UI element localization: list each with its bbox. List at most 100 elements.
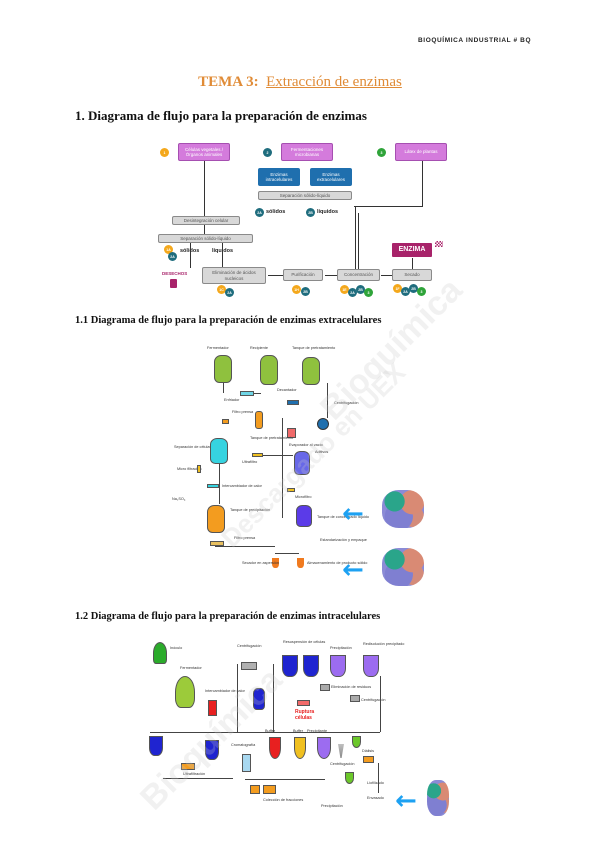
spray-dryer (272, 558, 279, 568)
step-nucleic-acid-removal: Eliminación de ácidos nucleicos (202, 267, 266, 284)
solids-label-bottom: sólidos (180, 248, 199, 254)
enzyme-product: ENZIMA (392, 243, 432, 257)
badge-2b-dry: 2B (409, 284, 418, 293)
section-1-1-heading: 1.1 Diagrama de flujo para la preparació… (75, 315, 382, 326)
label-evaporator: Evaporador al vacío (289, 443, 323, 447)
centrifuge-2 (350, 695, 360, 702)
label-solid-storage: Almacenamiento de producto sólido (307, 561, 368, 565)
badge-1c: 1C (217, 285, 226, 294)
label-heat-exchanger: Enfriador (224, 398, 240, 402)
intracellular-enzyme-flowchart: Inóculo Fermentador Intercambiador de ca… (145, 636, 449, 826)
pretreatment-vessel (302, 357, 320, 385)
fermenter-vessel (214, 355, 232, 383)
section-1-2-heading: 1.2 Diagrama de flujo para la preparació… (75, 611, 381, 622)
label-centrifuge: Centrifugación (237, 644, 262, 648)
label-ultrafiltration: Ultrafiltración (183, 772, 206, 776)
filter-vessel (255, 411, 263, 429)
dialysis-unit (363, 756, 374, 763)
label-salt: Na₂SO₄ (172, 497, 186, 501)
label-additives: Aditivos (315, 450, 329, 454)
label-precipitation-2: Precipitación (321, 804, 343, 808)
enzyme-structure-image (382, 548, 424, 586)
waste-label: DESECHOS (162, 271, 188, 276)
fermenter-vessel (175, 676, 195, 708)
label-fraction-collection: Colección de fracciones (263, 798, 304, 802)
arrow-left-icon: ← (395, 786, 417, 816)
collection-vessel (253, 688, 265, 710)
ultrafiltration-vessel (294, 451, 310, 475)
liquids-label-top: líquidos (317, 209, 339, 215)
badge-1e: 1E (340, 285, 349, 294)
label-cell-rupture: Ruptura células (295, 709, 315, 721)
source-plant-animal: Células vegetales / Órganos animales (178, 143, 230, 161)
decanter (287, 400, 299, 405)
buffer-tank-2 (205, 740, 219, 760)
microfilter-2 (287, 488, 295, 492)
hydrocyclone (338, 744, 344, 758)
enzyme-structure-image (427, 780, 449, 816)
inoculum-vessel (153, 642, 167, 664)
ultrafilter (252, 453, 263, 457)
source-latex: Látex de plantas (395, 143, 447, 161)
intracellular-enzymes: Enzimas intracelulares (258, 168, 300, 186)
label-redissolution: Redisolución precipitado (363, 642, 405, 646)
chromatography-column (242, 754, 251, 772)
arrow-left-icon: ← (342, 555, 364, 585)
centrifuge (241, 662, 257, 670)
label-lyophilized: Liofilizado (367, 781, 384, 785)
label-tank-pretreat: Tanque de pretratamiento (250, 436, 294, 440)
label-centrifuge-2: Centrifugación (361, 698, 386, 702)
running-header: BIOQUÍMICA INDUSTRIAL # BQ (418, 37, 532, 44)
badge-3-conc: 3 (364, 288, 373, 297)
buffer-tank-1 (149, 736, 163, 756)
label-precipitant: Precipitante (307, 729, 328, 733)
solid-storage (297, 558, 304, 568)
label-heat-exchanger: Intercambiador de calor (205, 689, 245, 693)
resuspension-tank-2 (303, 655, 319, 677)
badge-2a-bottom: 2A (168, 252, 177, 261)
buffer-a-vessel (269, 737, 281, 759)
precipitate-vessel (345, 772, 354, 784)
precipitant-vessel (317, 737, 331, 759)
label-packaging: Estandarización y empaque (320, 538, 367, 542)
label-pretreatment-tank: Tanque de pretratamiento (292, 346, 336, 350)
label-centrifuge-3: Centrifugación (330, 762, 355, 766)
step-purification: Purificación (283, 269, 323, 281)
label-filter: Filtro prensa (232, 410, 254, 414)
label-dialysis: Diálisis (362, 749, 375, 753)
badge-2a: 2A (255, 208, 264, 217)
dialysis-vessel (352, 736, 361, 748)
label-buffer-a: Buffer (265, 729, 276, 733)
source-badge-1: 1 (160, 148, 169, 157)
title-topic: Extracción de enzimas (266, 74, 402, 90)
label-cell-debris: Eliminación de residuos (331, 685, 372, 689)
title-prefix: TEMA 3: (198, 74, 259, 90)
label-chromatography: Cromatografía (231, 743, 256, 747)
badge-1h: 1H (292, 285, 301, 294)
label-holding: Recipiente (250, 346, 268, 350)
arrow-left-icon: ← (342, 499, 364, 529)
section-1-heading: 1. Diagrama de flujo para la preparación… (75, 108, 367, 123)
resuspension-tank-1 (282, 655, 298, 677)
badge-2a-dry: 2A (401, 287, 410, 296)
cell-rupture-unit (297, 700, 310, 706)
label-inoculum: Inóculo (170, 646, 183, 650)
cell-separation-vessel (210, 438, 228, 464)
badge-1a: 1A (164, 245, 173, 254)
buffer-b-vessel (294, 737, 306, 759)
solid-liquid-separation-top: Separación sólido-líquido (258, 191, 352, 200)
trash-icon (170, 279, 177, 288)
press-filter (210, 541, 224, 546)
label-fermenter: Fermentador (180, 666, 202, 670)
ultrafilter (181, 763, 195, 770)
label-cell-separation: Separación de células (174, 445, 212, 449)
badge-2a-conc: 2A (348, 288, 357, 297)
badge-2b-conc: 2B (356, 285, 365, 294)
label-decanter: Decantador (277, 388, 297, 392)
label-buffer-b: Buffer (293, 729, 304, 733)
holding-vessel (260, 355, 278, 385)
label-fermenter: Fermentador (207, 346, 229, 350)
debris-removal-unit (320, 684, 330, 691)
precipitation-tank (330, 655, 346, 677)
label-centrifuge: Centrifugación (334, 401, 359, 405)
